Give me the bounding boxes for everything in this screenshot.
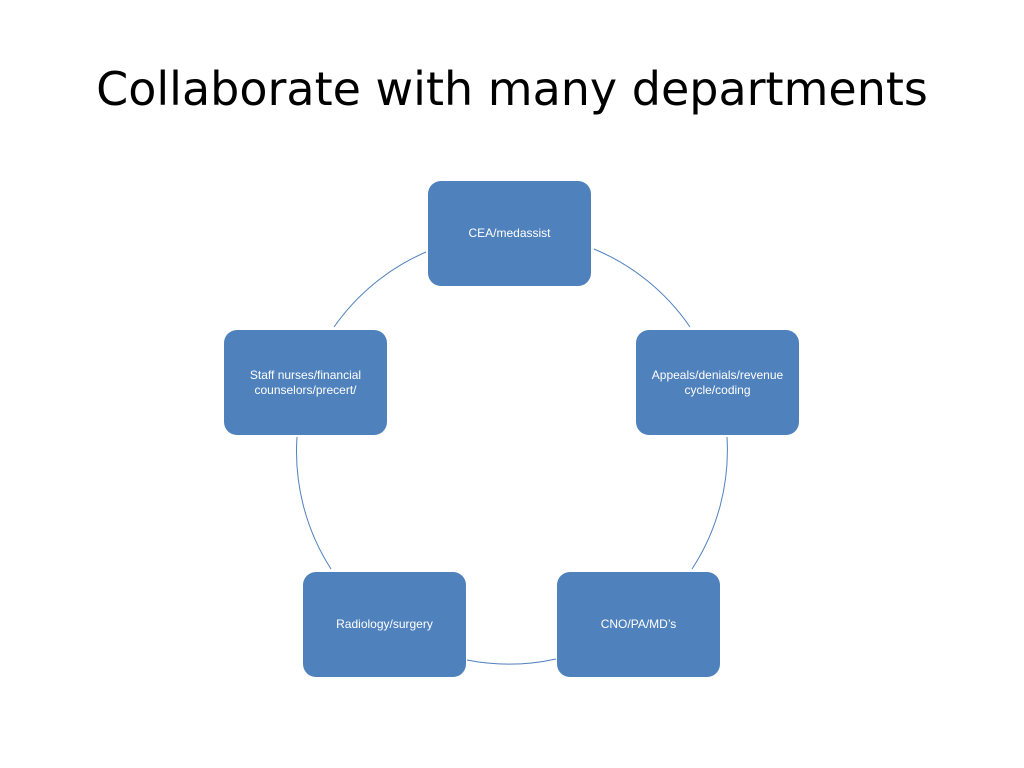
cycle-node-cea-medassist: CEA/medassist xyxy=(428,181,591,286)
connector-arc-3 xyxy=(466,658,557,665)
cycle-node-label: Appeals/denials/revenue cycle/coding xyxy=(651,367,784,397)
connector-arc-1 xyxy=(593,248,691,328)
cycle-node-staff-nurses: Staff nurses/financial counselors/precer… xyxy=(224,330,387,435)
connector-arc-4 xyxy=(296,436,332,570)
cycle-node-label: CEA/medassist xyxy=(468,226,551,240)
cycle-node-label: CNO/PA/MD’s xyxy=(600,617,677,631)
cycle-node-label: Staff nurses/financial counselors/precer… xyxy=(249,367,362,397)
slide-title: Collaborate with many departments xyxy=(96,62,928,116)
connector-arc-2 xyxy=(691,436,728,570)
connector-arc-5 xyxy=(333,251,427,328)
cycle-node-radiology-surgery: Radiology/surgery xyxy=(303,572,466,677)
cycle-node-label: Radiology/surgery xyxy=(336,617,433,631)
cycle-node-appeals-denials: Appeals/denials/revenue cycle/coding xyxy=(636,330,799,435)
cycle-node-cno-pa-mds: CNO/PA/MD’s xyxy=(557,572,720,677)
